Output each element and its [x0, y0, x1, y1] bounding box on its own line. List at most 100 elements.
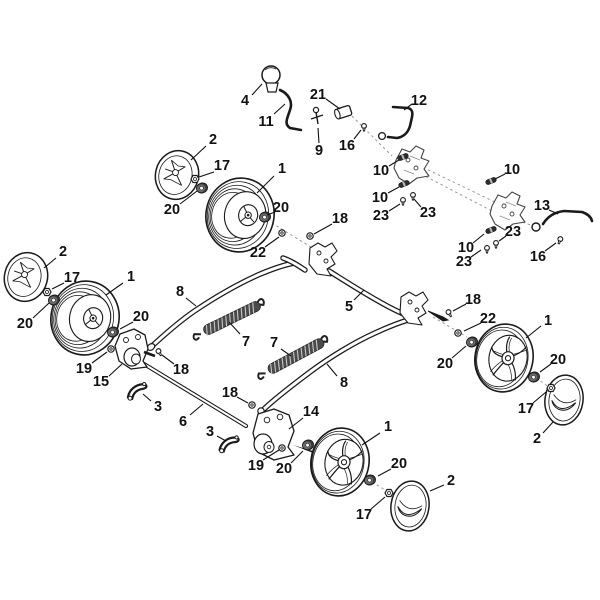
callout-13: 13 [534, 198, 559, 215]
callout-17: 17 [356, 496, 386, 523]
part-number: 18 [332, 211, 348, 227]
callout-20: 20 [437, 345, 467, 372]
leader-line [179, 190, 198, 205]
part-number: 16 [530, 249, 546, 265]
part-number: 14 [303, 404, 319, 420]
part-number: 20 [550, 352, 566, 368]
part-number: 17 [64, 270, 80, 286]
part-number: 20 [273, 200, 289, 216]
part-number: 5 [345, 299, 353, 315]
part-number: 19 [76, 361, 92, 377]
leader-line [185, 297, 197, 307]
leader-line [388, 159, 400, 167]
leader-line [32, 302, 50, 319]
leader-line [472, 233, 485, 244]
screw-23 [484, 245, 490, 254]
callout-6: 6 [179, 403, 204, 430]
leader-line [387, 186, 400, 194]
leader-line [228, 321, 241, 335]
part-number: 23 [420, 205, 436, 221]
screw-23 [493, 240, 499, 249]
callout-22: 22 [463, 311, 496, 332]
leader-line [317, 127, 320, 144]
part-number: 19 [248, 458, 264, 474]
part-number: 18 [222, 385, 238, 401]
callout-10: 10 [373, 159, 400, 179]
part-number: 20 [164, 202, 180, 218]
callout-19: 19 [76, 351, 108, 377]
rear-wheel-bottom [304, 422, 376, 502]
leader-line [288, 417, 304, 430]
leader-line [108, 363, 123, 377]
callout-17: 17 [198, 158, 230, 178]
leader-line [451, 345, 467, 359]
callout-20: 20 [119, 309, 149, 330]
adjustment-knob [261, 65, 281, 93]
leader-line [51, 282, 65, 290]
handle-rod-11 [278, 88, 303, 132]
part-number: 16 [339, 138, 355, 154]
bushing-21 [334, 104, 353, 120]
callout-3: 3 [206, 424, 227, 442]
part-number: 1 [384, 419, 392, 435]
part-number: 1 [127, 269, 135, 285]
callout-2: 2 [533, 421, 554, 447]
part-number: 10 [504, 162, 520, 178]
callout-4: 4 [241, 83, 263, 109]
part-number: 17 [214, 158, 230, 174]
screw-23 [400, 197, 406, 206]
leader-line [525, 325, 542, 339]
clip-3 [125, 381, 150, 402]
nut-17 [42, 287, 52, 297]
leader-line [325, 98, 341, 110]
leader-line [413, 198, 422, 208]
leader-line [236, 396, 249, 404]
part-number: 1 [278, 161, 286, 177]
wheel-bracket-15 [114, 328, 156, 370]
part-number: 2 [209, 132, 217, 148]
part-number: 12 [411, 93, 427, 109]
callout-18: 18 [313, 211, 348, 235]
parts-layer [0, 65, 594, 535]
callout-23: 23 [498, 224, 521, 242]
leader-line [273, 103, 286, 115]
leader-line [105, 282, 124, 296]
part-number: 22 [480, 311, 496, 327]
callout-20: 20 [266, 200, 289, 216]
leader-line [290, 450, 304, 464]
part-number: 20 [133, 309, 149, 325]
callout-16: 16 [339, 129, 362, 154]
hub-cap-left [0, 247, 54, 307]
part-number: 17 [356, 507, 372, 523]
leader-line [280, 348, 292, 357]
leader-line [198, 171, 215, 178]
part-number: 13 [534, 198, 550, 214]
leader-line [470, 249, 482, 258]
part-number: 20 [437, 356, 453, 372]
callout-3: 3 [142, 393, 162, 415]
callout-12: 12 [403, 93, 427, 111]
callout-1: 1 [105, 269, 135, 296]
leader-line [161, 354, 175, 365]
callout-23: 23 [373, 203, 401, 224]
leader-line [353, 289, 365, 301]
rear-wheel-right [468, 318, 540, 398]
part-number: 10 [458, 240, 474, 256]
washer-19 [278, 444, 286, 452]
leader-line [190, 145, 207, 161]
pivot-rod-6 [141, 361, 249, 429]
callout-16: 16 [530, 242, 557, 265]
part-number: 21 [310, 87, 326, 103]
callout-8: 8 [326, 363, 348, 391]
part-number: 3 [206, 424, 214, 440]
part-number: 9 [315, 143, 323, 159]
part-number: 1 [544, 313, 552, 329]
center-frame-5 [280, 242, 450, 326]
callout-20: 20 [539, 352, 566, 373]
callout-14: 14 [288, 404, 319, 430]
nut-17 [546, 383, 556, 393]
callout-18: 18 [161, 354, 189, 378]
callout-20: 20 [377, 456, 407, 477]
part-number: 20 [276, 461, 292, 477]
